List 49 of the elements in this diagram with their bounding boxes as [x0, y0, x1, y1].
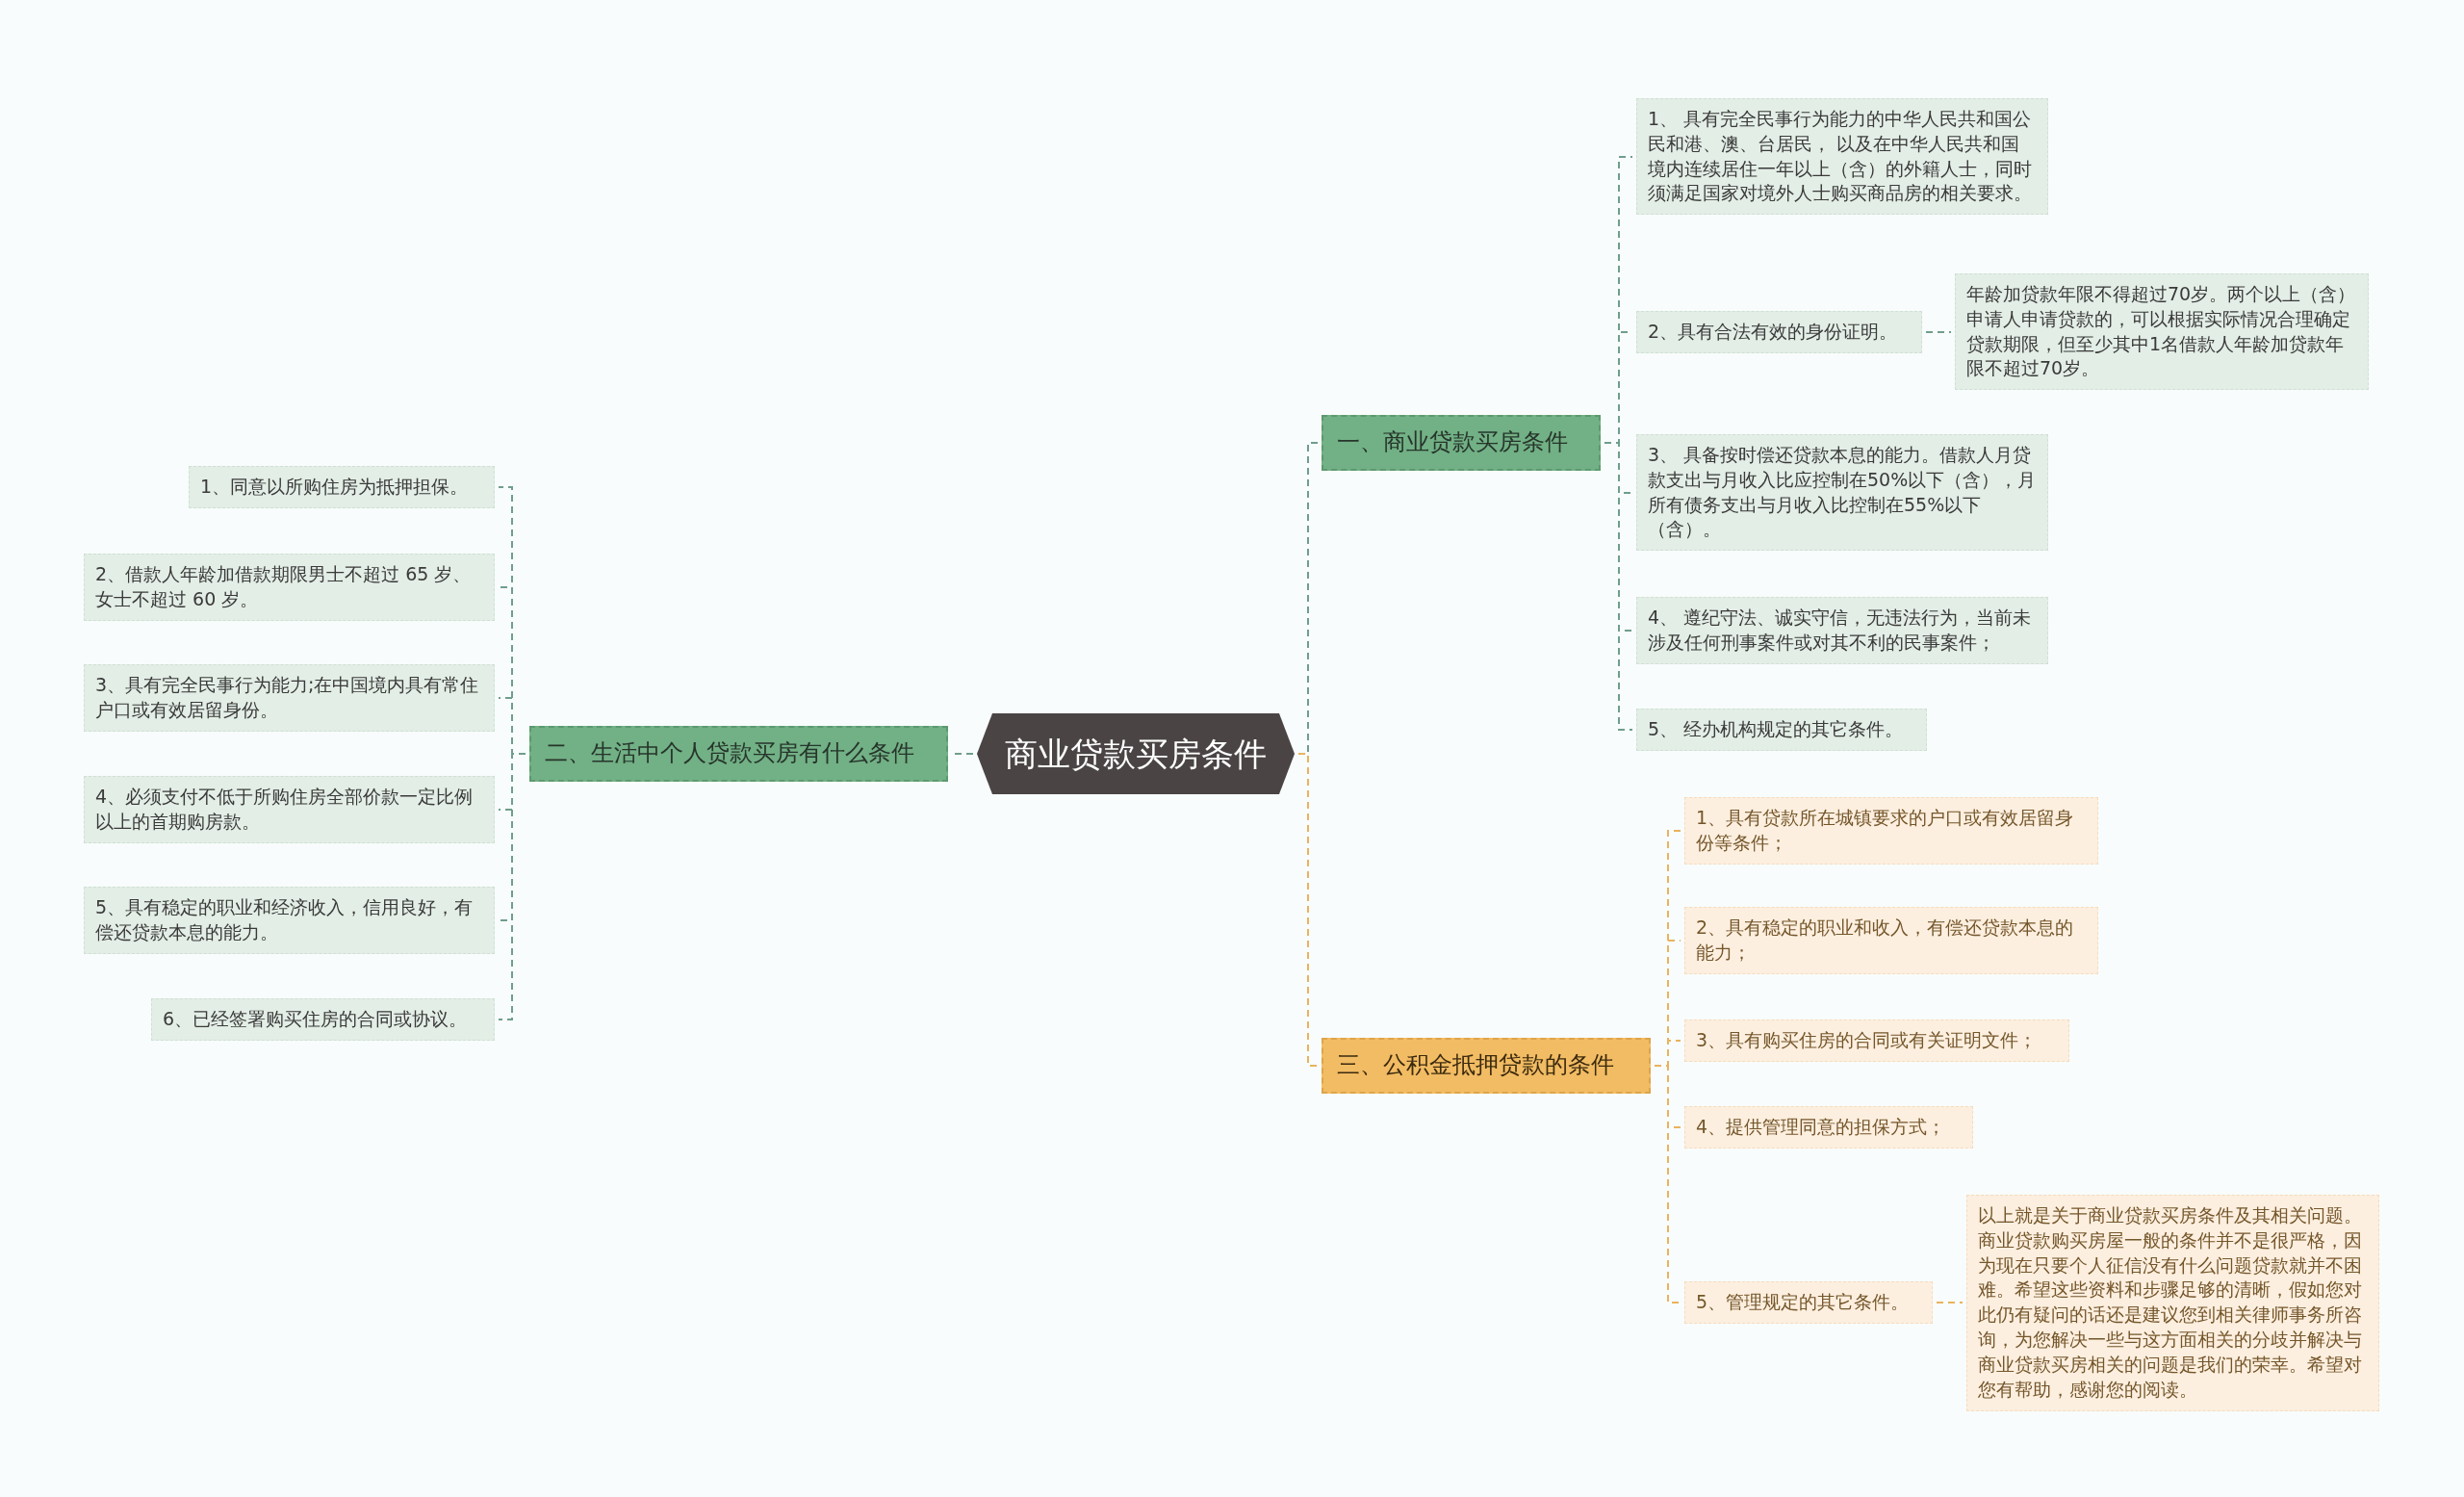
condition-box: [1684, 797, 2098, 865]
connector-line: [498, 753, 526, 1020]
condition-text: 2、具有稳定的职业和收入，有偿还贷款本息的能力；: [1696, 916, 2075, 965]
condition-text: 5、 经办机构规定的其它条件。: [1648, 717, 1905, 741]
condition-box: [1684, 1281, 1933, 1324]
condition-text: 2、具有合法有效的身份证明。: [1648, 320, 1899, 344]
condition-box: [1636, 434, 2048, 552]
connector-line: [1936, 1302, 1964, 1303]
connector-line: [1604, 442, 1633, 731]
condition-box: [1684, 1106, 1973, 1149]
condition-text: 4、必须支付不低于所购住房全部价款一定比例以上的首期购房款。: [95, 785, 475, 834]
condition-box: [84, 776, 495, 843]
connector-line: [1925, 331, 1952, 333]
condition-text: 1、 具有完全民事行为能力的中华人民共和国公民和港、澳、台居民， 以及在中华人民共和国境内连续居住一年以上（含）的外籍人士，同时须满足国家对境外人士购买商品房的相关要求。: [1648, 107, 2033, 206]
condition-box: [1684, 907, 2098, 974]
condition-text: 4、提供管理同意的担保方式；: [1696, 1115, 1947, 1139]
condition-text: 3、 具备按时偿还贷款本息的能力。借款人月贷款支出与月收入比应控制在50%以下（含），月所有债务支出与月收入比控制在55%以下（含）。: [1648, 443, 2037, 542]
condition-text: 3、具有完全民事行为能力;在中国境内具有常住户口或有效居留身份。: [95, 673, 480, 722]
connector-line: [1654, 1065, 1681, 1303]
branch-topic-box: [1322, 1038, 1651, 1094]
condition-box: [84, 664, 495, 732]
central-topic-hexagon: [977, 713, 1295, 794]
condition-text: 1、具有贷款所在城镇要求的户口或有效居留身份等条件；: [1696, 806, 2075, 855]
branch-topic-text: 一、商业贷款买房条件: [1337, 427, 1569, 457]
branch-topic-text: 二、生活中个人贷款买房有什么条件: [545, 738, 915, 768]
condition-text: 2、借款人年龄加借款期限男士不超过 65 岁、女士不超过 60 岁。: [95, 562, 473, 611]
branch-topic-box: [529, 726, 948, 782]
condition-box: [1955, 273, 2369, 391]
condition-box: [84, 887, 495, 954]
central-topic-text: 商业贷款买房条件: [1005, 734, 1267, 774]
condition-text: 4、 遵纪守法、诚实守信，无违法行为，当前未涉及任何刑事案件或对其不利的民事案件；: [1648, 606, 2033, 655]
condition-box: [1684, 1020, 2069, 1062]
condition-text: 年龄加贷款年限不得超过70岁。两个以上（含）申请人申请贷款的，可以根据实际情况合理确定贷款期限，但至少其中1名借款人年龄加贷款年限不超过70岁。: [1966, 282, 2357, 381]
condition-text: 5、管理规定的其它条件。: [1696, 1290, 1911, 1314]
condition-box: [1636, 311, 1922, 353]
branch-topic-box: [1322, 415, 1601, 471]
condition-text: 以上就是关于商业贷款买房条件及其相关问题。商业贷款购买房屋一般的条件并不是很严格，因为现在只要个人征信没有什么问题贷款就并不困难。希望这些资料和步骤足够的清晰，假如您对此仍有疑问的话还是建议您到相关律师事务所咨询，为您解决一些与这方面相关的分歧并解决与商业贷款买房相关的问题是我们的荣幸。希望对您有帮助，感谢您的阅读。: [1978, 1203, 2363, 1402]
condition-box: [1636, 597, 2048, 664]
condition-box: [151, 998, 495, 1041]
condition-box: [189, 466, 495, 508]
branch-topic-text: 三、公积金抵押贷款的条件: [1337, 1050, 1615, 1080]
condition-box: [1636, 709, 1927, 751]
condition-text: 1、同意以所购住房为抵押担保。: [200, 475, 470, 499]
condition-text: 5、具有稳定的职业和经济收入，信用良好，有偿还贷款本息的能力。: [95, 895, 475, 944]
condition-box: [1636, 98, 2048, 216]
condition-box: [84, 554, 495, 621]
connector-line: [1297, 753, 1319, 1067]
condition-text: 3、具有购买住房的合同或有关证明文件；: [1696, 1028, 2039, 1052]
condition-text: 6、已经签署购买住房的合同或协议。: [163, 1007, 469, 1031]
